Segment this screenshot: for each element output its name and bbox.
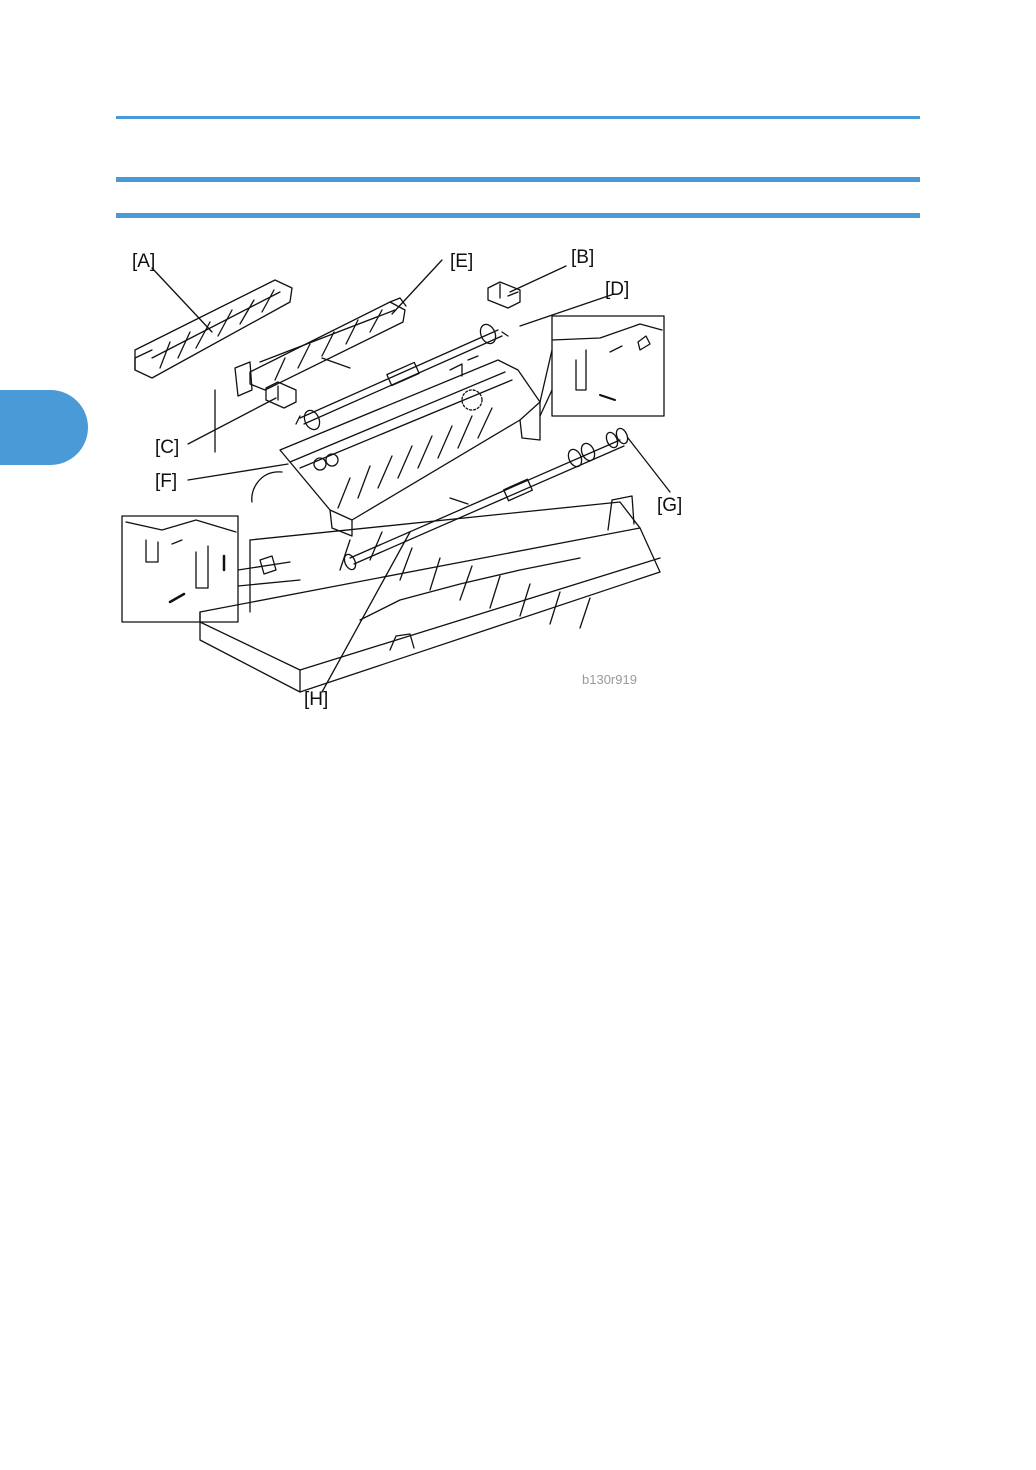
- detail-box-right: [540, 316, 664, 416]
- callout-e: [E]: [450, 252, 473, 271]
- part-c-bushing: [266, 382, 296, 408]
- figure-id: b130r919: [582, 672, 637, 687]
- exploded-view-drawing: [100, 240, 720, 720]
- part-b-bushing: [488, 282, 520, 308]
- callout-d: [D]: [605, 280, 629, 299]
- callout-h: [H]: [304, 690, 328, 709]
- header-rule-top: [116, 116, 920, 119]
- callout-b: [B]: [571, 248, 594, 267]
- callout-f: [F]: [155, 472, 177, 491]
- callout-g: [G]: [657, 496, 682, 515]
- section-rule-upper: [116, 177, 920, 182]
- part-e-upper-guide: [235, 298, 406, 396]
- part-g-shaft: [342, 427, 630, 572]
- lower-base-frame: [200, 496, 660, 692]
- callout-a: [A]: [132, 252, 155, 271]
- exploded-view-figure: [A] [E] [B] [D] [C] [F] [G] [H] b130r919: [100, 240, 720, 720]
- section-rule-lower: [116, 213, 920, 218]
- detail-box-left: [122, 516, 300, 622]
- chapter-tab: [0, 390, 88, 465]
- callout-leaders: [152, 260, 670, 692]
- callout-c: [C]: [155, 438, 179, 457]
